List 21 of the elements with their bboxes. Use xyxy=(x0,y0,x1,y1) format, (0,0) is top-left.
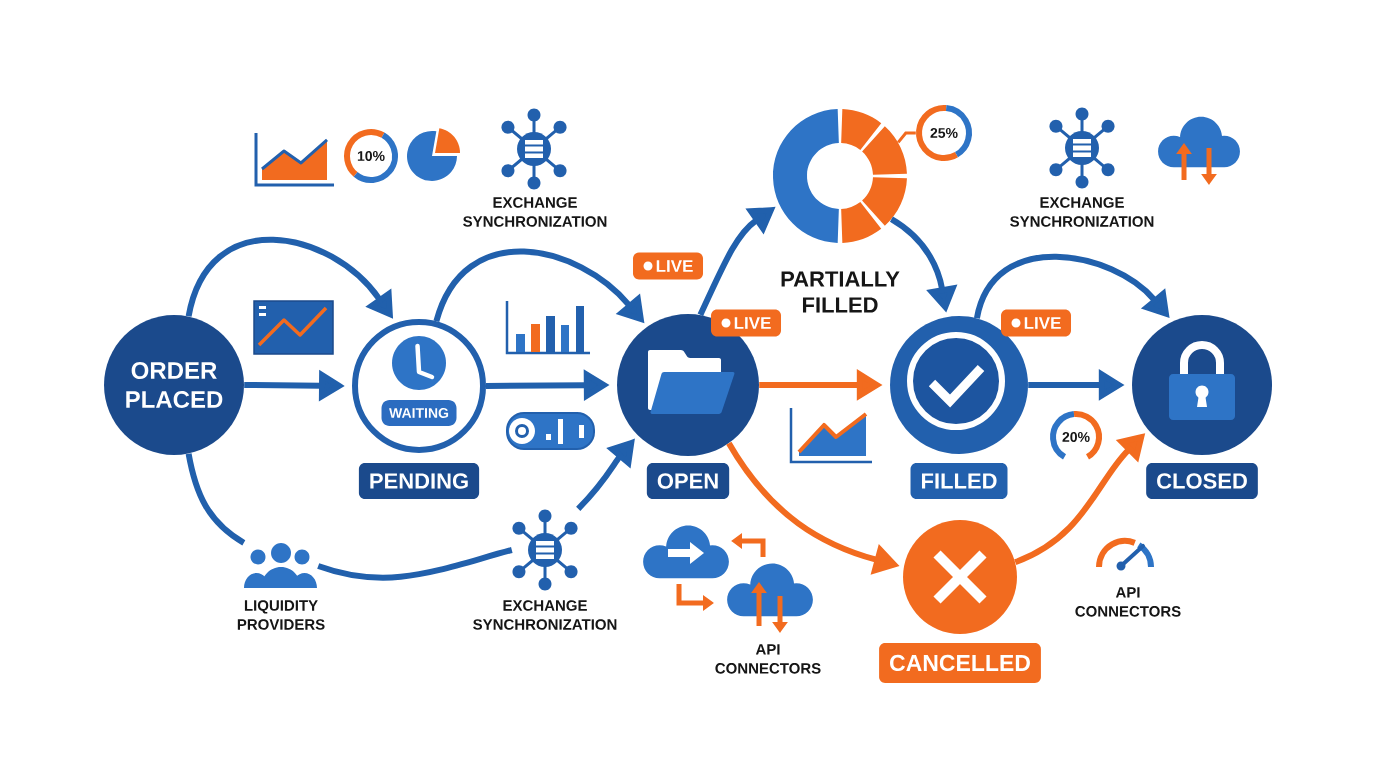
status-badge: LIVE xyxy=(633,252,703,280)
status-label: OPEN xyxy=(646,463,730,499)
status-label: FILLED xyxy=(910,463,1008,499)
connector-line xyxy=(317,547,513,581)
icon-label: EXCHANGE SYNCHRONIZATION xyxy=(473,600,617,630)
icon-label: API CONNECTORS xyxy=(1075,587,1181,617)
node-label: PARTIALLY FILLED xyxy=(781,271,900,313)
status-label: PENDING xyxy=(358,463,480,499)
status-label: CANCELLED xyxy=(879,643,1041,683)
icon-label: API CONNECTORS xyxy=(715,644,821,674)
icon-label: EXCHANGE SYNCHRONIZATION xyxy=(463,197,607,227)
icon-label: EXCHANGE SYNCHRONIZATION xyxy=(1010,197,1154,227)
progress-ring: 10% xyxy=(344,129,398,183)
leader-line xyxy=(897,131,916,144)
status-badge: LIVE xyxy=(711,309,781,337)
progress-ring: 20% xyxy=(1050,411,1102,460)
status-label: CLOSED xyxy=(1146,463,1258,499)
progress-ring: 25% xyxy=(916,105,972,161)
status-badge: LIVE xyxy=(1001,309,1071,337)
connector-line xyxy=(185,453,246,546)
icon-label: LIQUIDITY PROVIDERS xyxy=(237,600,325,630)
